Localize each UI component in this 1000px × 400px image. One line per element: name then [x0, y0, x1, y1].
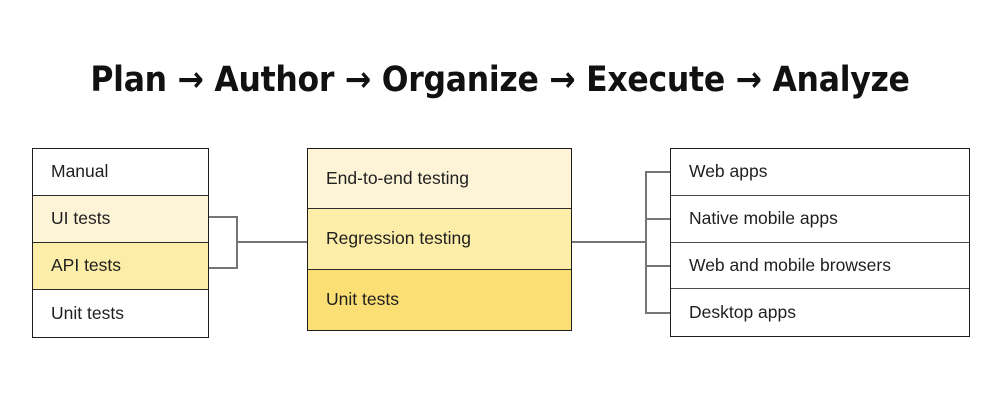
list-item[interactable]: Native mobile apps	[671, 195, 969, 243]
list-item[interactable]: Unit tests	[33, 290, 208, 337]
list-item[interactable]: UI tests	[33, 196, 208, 243]
connector-left-trunk	[236, 241, 307, 244]
connector-left-stub-api-tests	[209, 267, 238, 270]
connector-right-stub-native-mobile-apps	[645, 218, 672, 221]
test-levels-column: End-to-end testing Regression testing Un…	[307, 148, 572, 331]
list-item[interactable]: API tests	[33, 243, 208, 290]
list-item[interactable]: Web and mobile browsers	[671, 242, 969, 290]
list-item[interactable]: Web apps	[671, 149, 969, 196]
page-title: Plan → Author → Organize → Execute → Ana…	[90, 60, 910, 100]
list-item[interactable]: Manual	[33, 149, 208, 196]
connector-right-trunk	[572, 241, 647, 244]
connector-left-stub-ui-tests	[209, 215, 238, 218]
connector-right-stub-web-apps	[645, 171, 672, 174]
test-types-column: Manual UI tests API tests Unit tests	[32, 148, 209, 338]
targets-column: Web apps Native mobile apps Web and mobi…	[670, 148, 970, 337]
list-item[interactable]: Unit tests	[308, 269, 571, 331]
list-item[interactable]: Desktop apps	[671, 289, 969, 336]
connector-right-stub-browsers	[645, 265, 672, 268]
list-item[interactable]: Regression testing	[308, 209, 571, 270]
connector-right-stub-desktop-apps	[645, 312, 672, 315]
list-item[interactable]: End-to-end testing	[308, 149, 571, 210]
connector-right-spine	[645, 171, 648, 314]
